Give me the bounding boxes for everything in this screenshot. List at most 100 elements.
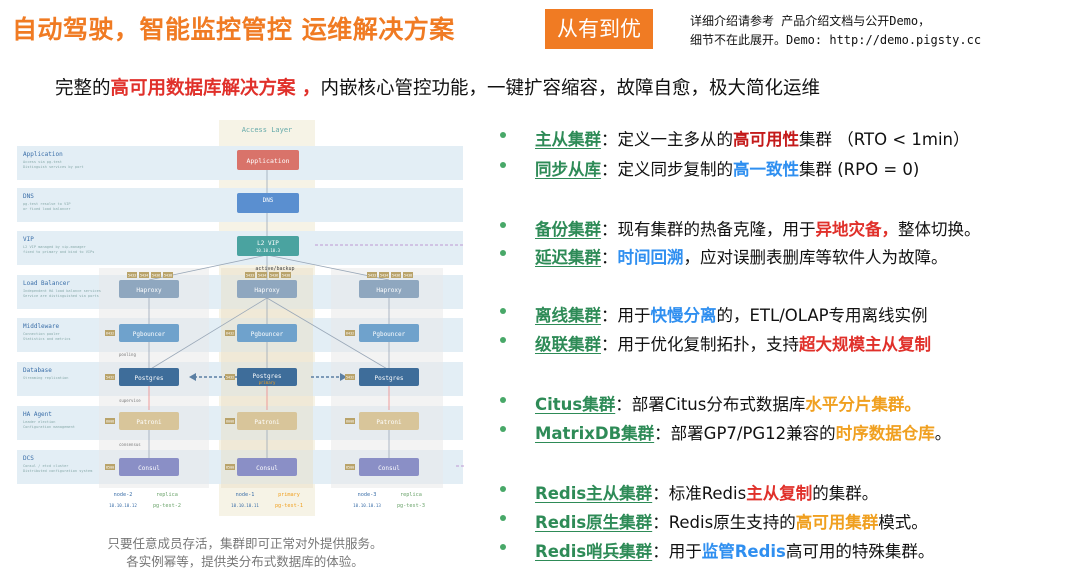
haproxy-label: Haproxy — [254, 287, 280, 294]
feature-key: Redis原生集群 — [535, 513, 653, 532]
bullet-dot-icon — [500, 222, 506, 228]
port-tag: 8500 — [226, 466, 234, 470]
port-tag: 8008 — [346, 420, 354, 424]
pgbouncer-label: Pgbouncer — [373, 331, 406, 338]
feature-key: 同步从库 — [535, 160, 601, 179]
port-tags-node-3: 5433 5434 5436 5438 6432 5432 8008 8500 — [345, 272, 413, 470]
reference-note-line-2: 细节不在此展开。Demo: http://demo.pigsty.cc — [690, 33, 982, 47]
port-tag: 5433 — [368, 274, 376, 278]
node-ip: 10.10.10.13 — [353, 503, 381, 508]
page-title: 自动驾驶，智能监控管控 运维解决方案 — [12, 15, 455, 44]
port-tag: 5438 — [164, 274, 172, 278]
feature-highlight: 时间回溯 — [617, 248, 684, 267]
node-vip — [237, 236, 299, 256]
subtitle: 完整的高可用数据库解决方案 ，内嵌核心管控功能，一键扩容缩容，故障自愈，极大简化… — [55, 74, 820, 100]
feature-highlight: 高一致性 — [733, 160, 799, 179]
layer-desc-application-2: Distinguish services by port — [23, 165, 84, 169]
node-column-node-2: Haproxy Pgbouncer Postgres Patroni Consu… — [119, 280, 179, 476]
feature-item-redis-native-cluster: Redis原生集群：Redis原生支持的高可用集群模式。 — [500, 509, 1075, 535]
layer-desc-dns-2: or fixed load balancer — [23, 207, 71, 211]
feature-text: ，应对误删表删库等软件人为故障。 — [683, 248, 948, 267]
port-tag: 8008 — [226, 420, 234, 424]
pgbouncer-label: Pgbouncer — [251, 331, 284, 338]
pgbouncer-label: Pgbouncer — [133, 331, 166, 338]
feature-highlight: 主从复制 — [746, 484, 813, 503]
reference-note: 详细介绍请参考 产品介绍文档与公开Demo， 细节不在此展开。Demo: htt… — [690, 12, 981, 50]
caption-line-2: 各实例幂等，提供类分布式数据库的体验。 — [126, 554, 364, 569]
consul-label: Consul — [256, 465, 278, 472]
postgres-label: Postgres — [135, 375, 164, 382]
bullet-dot-icon — [500, 308, 506, 314]
port-tag: 5433 — [246, 274, 254, 278]
feature-text: ：部署GP7/PG12兼容的 — [654, 424, 836, 443]
haproxy-label: Haproxy — [376, 287, 402, 294]
feature-highlight: 快慢分离 — [650, 306, 717, 325]
bullet-dot-icon — [500, 162, 506, 168]
feature-text: ：定义一主多从的 — [601, 130, 733, 149]
node-name: node-1 — [236, 492, 255, 498]
port-tag: 5434 — [258, 274, 266, 278]
feature-text: ：标准Redis — [652, 484, 747, 503]
feature-text: ： — [601, 248, 618, 267]
feature-highlight: 水平分片集群。 — [805, 395, 921, 414]
port-tag: 6432 — [106, 332, 114, 336]
node-vip-ip: 10.10.10.3 — [256, 248, 281, 253]
bullet-dot-icon — [500, 515, 506, 521]
subtitle-rest: 内嵌核心管控功能，一键扩容缩容，故障自愈，极大简化运维 — [320, 78, 820, 99]
layer-desc-database-1: Streaming replication — [23, 376, 68, 380]
edge-label-consensus: consensus — [119, 442, 141, 447]
feature-highlight: 高可用集群 — [795, 513, 879, 532]
layer-name-vip: VIP — [23, 236, 34, 243]
feature-text: ：用于优化复制拓扑，支持 — [601, 335, 799, 354]
feature-item-cascade-cluster: 级联集群：用于优化复制拓扑，支持超大规模主从复制 — [500, 331, 1075, 357]
port-tags-node-1: 5433 5434 5436 5438 6432 5432 8008 8500 — [225, 272, 291, 470]
consul-label: Consul — [378, 465, 400, 472]
feature-key: 级联集群 — [535, 335, 601, 354]
active-backup-label: active/backup — [255, 266, 294, 272]
node-instance: pg-test-3 — [397, 503, 425, 509]
layer-desc-vip-1: L2 VIP managed by vip-manager — [23, 245, 87, 249]
node-name: node-2 — [114, 492, 133, 498]
node-application — [237, 150, 299, 170]
feature-item-sync-standby: 同步从库：定义同步复制的高一致性集群 (RPO = 0) — [500, 156, 1075, 182]
node-instance: pg-test-1 — [275, 503, 303, 509]
layer-name-load-balancer: Load Balancer — [23, 280, 70, 287]
node-vip-label: L2 VIP — [257, 240, 279, 247]
layer-name-ha-agent: HA Agent — [23, 411, 52, 418]
primary-role-label: primary — [259, 380, 276, 385]
feature-key: Redis哨兵集群 — [535, 542, 653, 561]
edge-label-supervise: supervise — [119, 398, 141, 403]
layer-desc-lb-1: Independent HA load balance services — [23, 289, 101, 293]
port-tag: 5434 — [380, 274, 388, 278]
node-column-node-1: Haproxy Pgbouncer Postgres primary Patro… — [237, 280, 297, 476]
edge-label-pooling: pooling — [119, 352, 136, 357]
port-tag: 8500 — [346, 466, 354, 470]
feature-item-primary-replica: 主从集群：定义一主多从的高可用性集群 （RTO < 1min） — [500, 126, 1075, 152]
feature-item-offline-cluster: 离线集群：用于快慢分离的，ETL/OLAP专用离线实例 — [500, 302, 1075, 328]
feature-highlight: 超大规模主从复制 — [799, 335, 931, 354]
port-tags-node-2: 5433 5434 5436 5438 6432 5432 8008 8500 — [105, 272, 173, 470]
feature-text: ：用于 — [652, 542, 702, 561]
node-role: replica — [156, 492, 178, 498]
architecture-diagram: Access Layer Application DNS VIP Load Ba… — [15, 118, 465, 518]
architecture-svg: Access Layer Application DNS VIP Load Ba… — [17, 120, 465, 516]
port-tag: 5432 — [106, 376, 114, 380]
subtitle-highlight: 高可用数据库解决方案 ， — [110, 78, 321, 99]
feature-text: ：现有集群的热备克隆，用于 — [601, 220, 816, 239]
port-tag: 5438 — [282, 274, 290, 278]
port-tag: 5438 — [404, 274, 412, 278]
port-tag: 8500 — [106, 466, 114, 470]
diagram-caption: 只要任意成员存活，集群即可正常对外提供服务。 各实例幂等，提供类分布式数据库的体… — [60, 535, 430, 571]
bullet-dot-icon — [500, 250, 506, 256]
feature-text: ：用于 — [601, 306, 651, 325]
feature-key: MatrixDB集群 — [535, 424, 655, 443]
layer-name-application: Application — [23, 151, 63, 158]
layer-name-database: Database — [23, 367, 52, 374]
feature-key: Citus集群 — [535, 395, 616, 414]
feature-text: 。 — [934, 424, 952, 443]
bullet-dot-icon — [500, 337, 506, 343]
feature-highlight: 时序数据仓库 — [835, 424, 935, 443]
feature-item-citus-cluster: Citus集群：部署Citus分布式数据库水平分片集群。 — [500, 391, 1075, 417]
haproxy-label: Haproxy — [136, 287, 162, 294]
stage-badge: 从有到优 — [545, 9, 653, 49]
